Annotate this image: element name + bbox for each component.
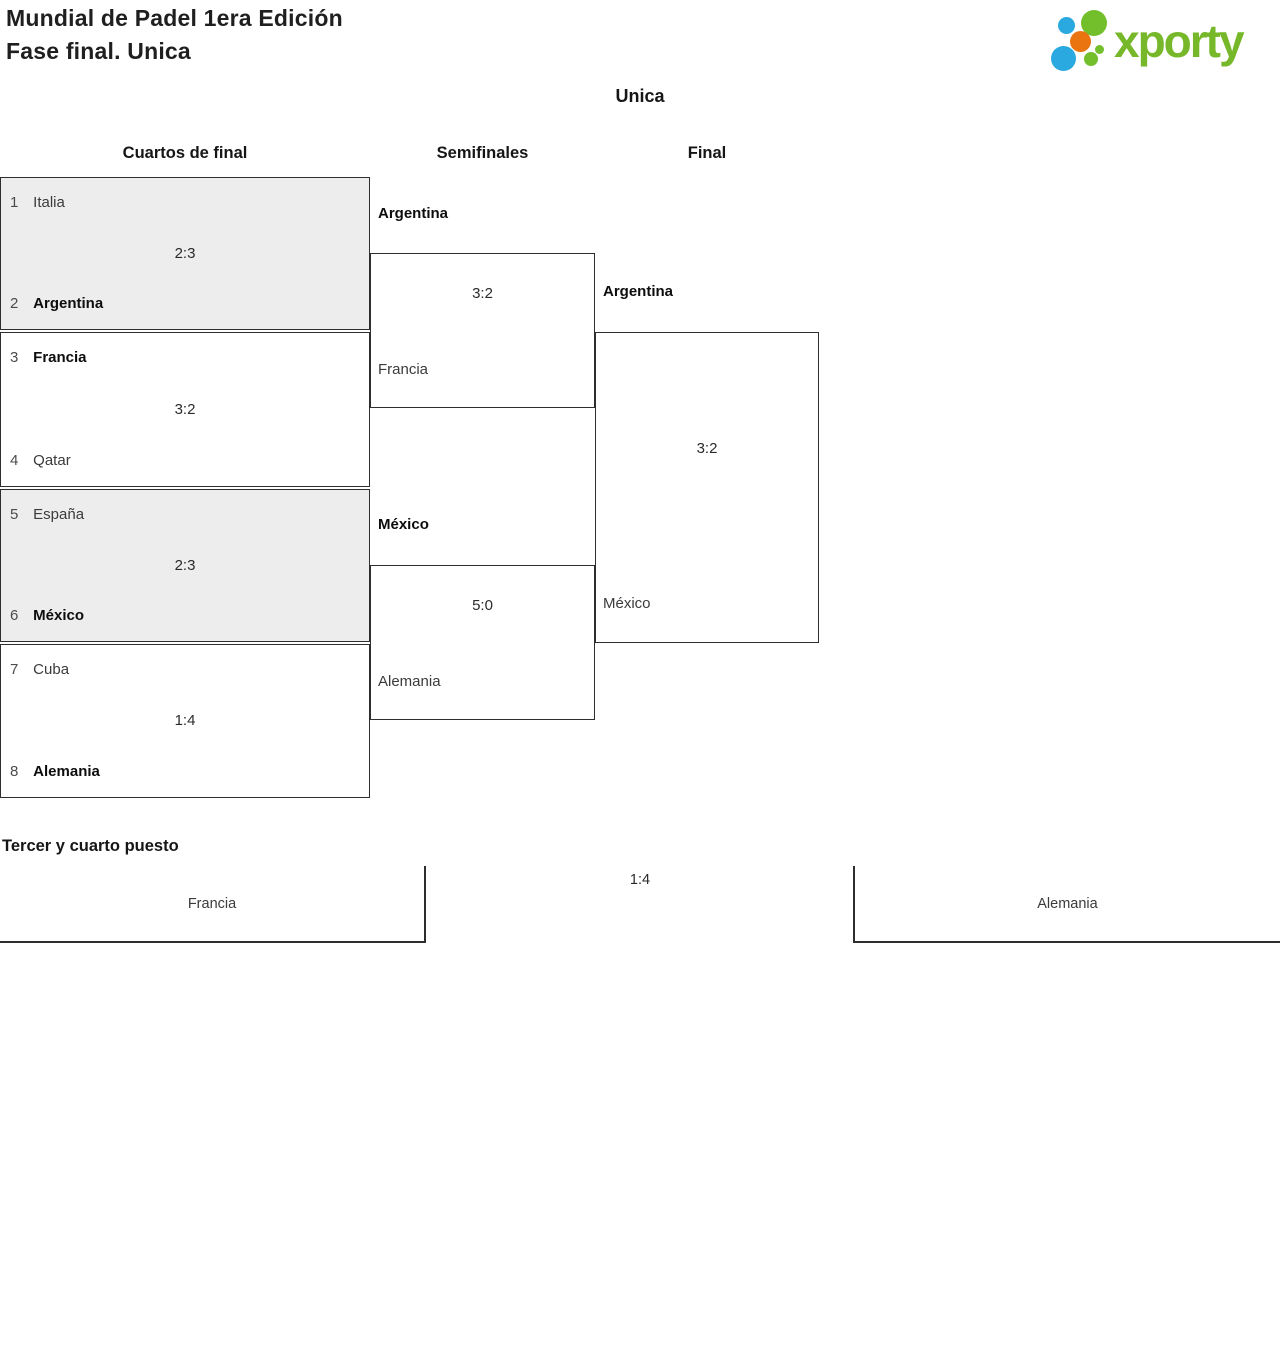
- match-score: 2:3: [174, 556, 196, 574]
- match-quarterfinal-1[interactable]: 1 Italia 2:3 2 Argentina: [0, 177, 370, 330]
- seed-number: 2: [10, 295, 19, 312]
- third-place-team-right[interactable]: Alemania: [853, 866, 1280, 943]
- match-score: 3:2: [696, 440, 718, 457]
- team-name: Qatar: [33, 452, 71, 469]
- logo-dot-icon: [1051, 46, 1076, 71]
- team-name: Argentina: [33, 295, 104, 312]
- match-team-row: 7 Cuba: [10, 661, 69, 679]
- team-name: México: [378, 516, 429, 533]
- round-header-cuartos: Cuartos de final: [122, 144, 248, 162]
- team-name: México: [603, 595, 651, 612]
- logo-dot-icon: [1084, 52, 1098, 66]
- team-name: Alemania: [33, 763, 100, 780]
- page-title: Mundial de Padel 1era Edición Fase final…: [6, 2, 343, 68]
- match-team-row: 8 Alemania: [10, 763, 100, 781]
- match-team-row: 1 Italia: [10, 194, 65, 212]
- team-name: Alemania: [1037, 895, 1098, 912]
- seed-number: 3: [10, 349, 19, 366]
- match-final[interactable]: 3:2: [595, 332, 819, 643]
- tournament-title: Mundial de Padel 1era Edición: [6, 5, 343, 31]
- match-team-row: 4 Qatar: [10, 452, 71, 470]
- match-score: 3:2: [472, 285, 493, 302]
- third-place-title: Tercer y cuarto puesto: [2, 837, 179, 855]
- match-quarterfinal-2[interactable]: 3 Francia 3:2 4 Qatar: [0, 332, 370, 487]
- logo-dot-icon: [1058, 17, 1075, 34]
- match-semifinal-1[interactable]: 3:2: [370, 253, 595, 408]
- logo-wordmark: xporty: [1114, 15, 1245, 67]
- third-place-score: 1:4: [629, 872, 651, 888]
- match-semifinal-2[interactable]: 5:0: [370, 565, 595, 720]
- seed-number: 4: [10, 452, 19, 469]
- phase-subtitle: Fase final. Unica: [6, 38, 191, 64]
- seed-number: 6: [10, 607, 19, 624]
- team-name: Argentina: [378, 205, 449, 222]
- team-name: Italia: [33, 194, 65, 211]
- team-name: Francia: [187, 895, 237, 912]
- match-score: 2:3: [174, 244, 196, 262]
- match-score: 1:4: [174, 712, 196, 729]
- match-team-row: 5 España: [10, 506, 84, 524]
- round-header-final: Final: [687, 144, 727, 162]
- team-name: España: [33, 506, 85, 523]
- seed-number: 8: [10, 763, 19, 780]
- team-name: Argentina: [603, 283, 674, 300]
- group-title: Unica: [615, 86, 665, 106]
- seed-number: 5: [10, 506, 19, 523]
- match-team-row: 2 Argentina: [10, 295, 103, 313]
- team-name: Cuba: [33, 661, 70, 678]
- xporty-logo[interactable]: xporty: [1048, 8, 1280, 74]
- round-header-semifinales: Semifinales: [436, 144, 529, 162]
- seed-number: 1: [10, 194, 19, 211]
- team-name: Francia: [378, 361, 429, 378]
- match-quarterfinal-4[interactable]: 7 Cuba 1:4 8 Alemania: [0, 644, 370, 798]
- logo-dot-icon: [1095, 45, 1104, 54]
- team-name: México: [33, 607, 85, 624]
- match-quarterfinal-3[interactable]: 5 España 2:3 6 México: [0, 489, 370, 642]
- match-score: 5:0: [472, 597, 493, 614]
- logo-dot-icon: [1070, 31, 1091, 52]
- team-name: Alemania: [378, 673, 441, 690]
- team-name: Francia: [33, 349, 87, 366]
- seed-number: 7: [10, 661, 19, 678]
- third-place-team-left[interactable]: Francia: [0, 866, 426, 943]
- match-score: 3:2: [174, 400, 196, 418]
- match-team-row: 6 México: [10, 607, 84, 625]
- match-team-row: 3 Francia: [10, 349, 87, 367]
